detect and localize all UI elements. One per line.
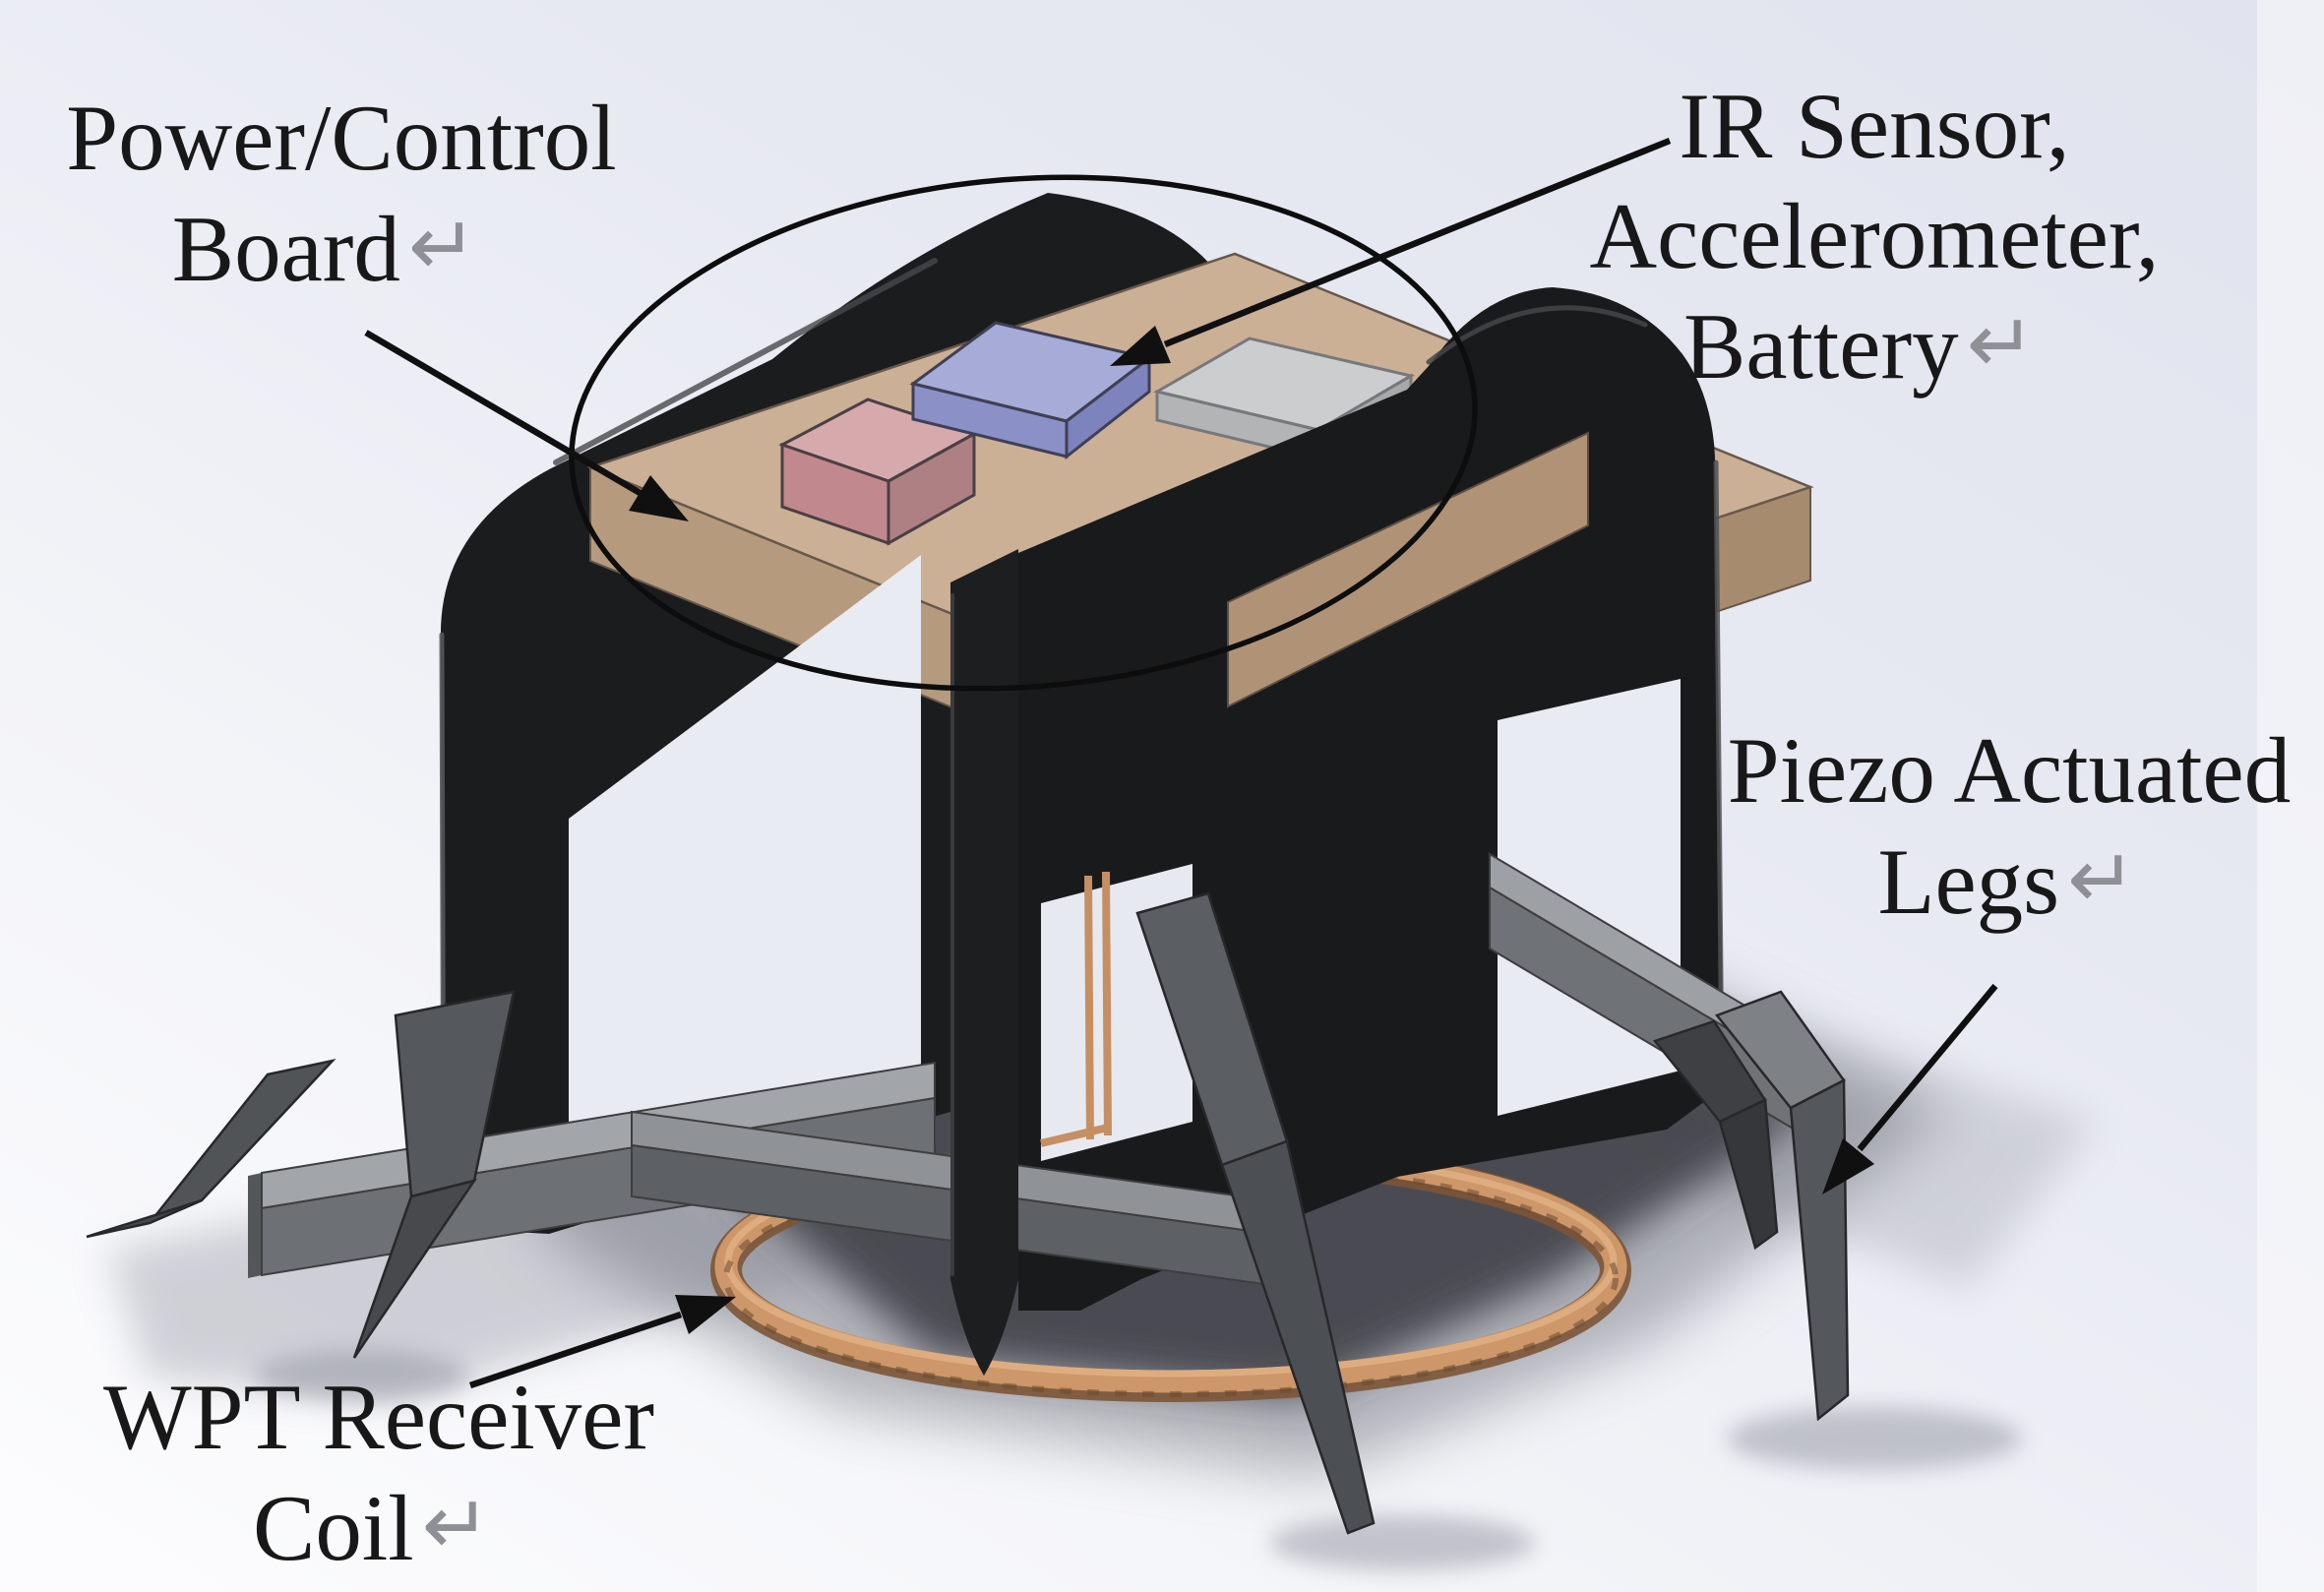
- ir-sensor-arrowhead: [1110, 326, 1171, 366]
- ir-sensor-arrow-line: [1163, 137, 1672, 348]
- return-mark: ↵: [422, 1477, 491, 1573]
- left-bar-endcap: [248, 1173, 262, 1278]
- leg-assembly: [86, 549, 1850, 1535]
- piezo-label-line2: Legs↵: [1877, 829, 2136, 934]
- power-control-board-label: Power/Control Board↵: [66, 86, 616, 301]
- rear-left-leg-lower: [86, 1198, 203, 1239]
- front-left-leg-lower: [352, 1178, 477, 1359]
- shadow-foot-center: [1269, 1515, 1535, 1570]
- power-board-arrowhead: [629, 475, 689, 521]
- piezo-legs-arrow: [1822, 983, 1998, 1194]
- front-center-leg-lower: [1220, 1139, 1376, 1535]
- shadow-foot-right: [1727, 1407, 2022, 1470]
- piezo-legs-arrow-line: [1857, 983, 1998, 1152]
- blue-component-side: [1065, 354, 1151, 460]
- coil-lead-wire-1: [1084, 875, 1094, 1140]
- wpt-coil-label: WPT Receiver Coil↵: [103, 1365, 654, 1580]
- ir-label-line2: Accelerometer,: [1590, 184, 2160, 288]
- near-arch-crest-highlight: [553, 258, 938, 465]
- return-mark: ↵: [1967, 295, 2036, 392]
- piezo-legs-label: Piezo Actuated Legs↵: [1728, 718, 2291, 934]
- far-arch-crest-highlight: [1426, 305, 1648, 365]
- piezo-label-line1: Piezo Actuated: [1728, 718, 2291, 823]
- rear-left-leg: [86, 1058, 336, 1239]
- return-mark: ↵: [408, 198, 477, 294]
- power-board-label-line1: Power/Control: [66, 86, 616, 190]
- labels: Power/Control Board↵ IR Sensor, Accelero…: [66, 74, 2291, 1580]
- near-arch-pillar-fin: [950, 549, 1018, 1376]
- front-center-leg: [1135, 891, 1376, 1535]
- ir-sensor-arrow: [1110, 137, 1672, 366]
- piezo-legs-arrowhead: [1822, 1138, 1874, 1194]
- ir-label-line1: IR Sensor,: [1679, 74, 2069, 178]
- power-board-arrow: [364, 330, 689, 521]
- wpt-label-line1: WPT Receiver: [103, 1365, 654, 1469]
- far-arch-right-edge-highlight: [1713, 459, 1725, 1085]
- wpt-receiver-coil: [710, 1138, 1631, 1402]
- wpt-coil-arrowhead: [675, 1295, 736, 1334]
- board-components: [778, 321, 1416, 546]
- blue-component: [909, 321, 1153, 460]
- annotation-arrows: [364, 137, 1998, 1389]
- annotation-circle: [569, 174, 1478, 692]
- board-strip-through-window: [1227, 431, 1589, 708]
- near-arch-window: [569, 555, 921, 1210]
- shadow-foot-left: [254, 1350, 470, 1401]
- wpt-coil-arrow-line: [468, 1311, 683, 1389]
- ir-label-line3: Battery↵: [1683, 294, 2036, 398]
- wpt-label-line2: Coil↵: [253, 1476, 491, 1580]
- rear-right-leg: [1652, 1019, 1779, 1251]
- background-right-strip: [2257, 0, 2324, 1592]
- front-left-leg: [352, 990, 516, 1359]
- power-board-arrow-line: [364, 330, 643, 497]
- coil-leads: [1040, 871, 1112, 1147]
- coil-lead-bend: [1040, 1124, 1109, 1147]
- power-board-label-line2: Board↵: [172, 197, 478, 301]
- wpt-coil-arrow: [468, 1295, 736, 1389]
- pink-component-side: [887, 431, 976, 546]
- coil-lead-wire-2: [1102, 871, 1112, 1136]
- return-mark: ↵: [2067, 830, 2136, 927]
- ir-sensor-label: IR Sensor, Accelerometer, Battery↵: [1590, 74, 2160, 398]
- rear-right-leg-lower: [1718, 1098, 1779, 1251]
